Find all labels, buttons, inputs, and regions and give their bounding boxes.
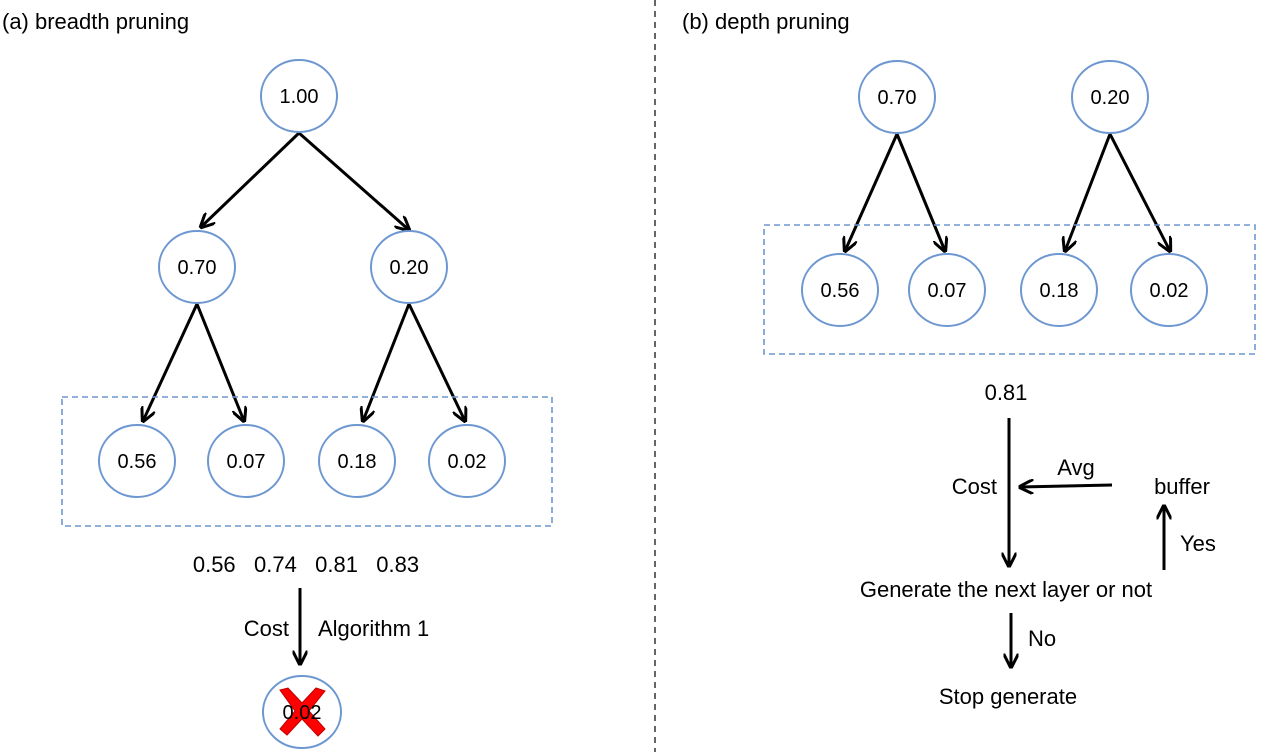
svg-text:0.70: 0.70: [178, 257, 217, 279]
svg-text:0.70: 0.70: [878, 87, 917, 109]
yes-label: Yes: [1180, 531, 1216, 556]
sum-value: 0.81: [985, 380, 1028, 405]
stop-label: Stop generate: [939, 684, 1077, 709]
node-b-leaf-2: 0.07: [908, 253, 986, 327]
edge-b-left-lr: [895, 133, 945, 251]
edge-b-right-rr: [1108, 133, 1170, 251]
node-b-top-left: 0.70: [858, 60, 936, 134]
cost-label-a: Cost: [244, 616, 289, 641]
edge-right-rr: [407, 303, 465, 421]
avg-label: Avg: [1057, 455, 1095, 480]
leaf-group-box: [61, 396, 553, 527]
node-b-leaf-4: 0.02: [1130, 253, 1208, 327]
svg-text:0.20: 0.20: [390, 257, 429, 279]
edge-b-right-rl: [1065, 133, 1112, 251]
svg-text:0.07: 0.07: [928, 280, 967, 302]
panel-a-title: (a) breadth pruning: [2, 9, 189, 34]
edge-left-lr: [195, 303, 244, 421]
node-b-top-right: 0.20: [1071, 60, 1149, 134]
edge-right-rl: [363, 303, 411, 421]
cost-label-b: Cost: [952, 474, 997, 499]
node-leaf-3: 0.18: [318, 424, 396, 498]
cumulative-values: 0.56 0.74 0.81 0.83: [193, 552, 419, 577]
node-leaf-2: 0.07: [207, 424, 285, 498]
svg-text:0.02: 0.02: [1150, 280, 1189, 302]
panel-depth-pruning: (b) depth pruning 0.70 0.20 0.56 0.07 0.…: [682, 9, 1256, 709]
leaf-group-box-b: [763, 224, 1256, 355]
svg-text:0.20: 0.20: [1091, 87, 1130, 109]
node-b-leaf-1: 0.56: [801, 253, 879, 327]
node-leaf-1: 0.56: [98, 424, 176, 498]
no-label: No: [1028, 626, 1056, 651]
svg-text:1.00: 1.00: [280, 86, 319, 108]
svg-text:0.18: 0.18: [338, 451, 377, 473]
svg-text:0.02: 0.02: [448, 451, 487, 473]
node-b-leaf-3: 0.18: [1020, 253, 1098, 327]
avg-arrow: [1020, 485, 1113, 487]
node-mid-right: 0.20: [370, 230, 448, 304]
edge-root-left: [201, 131, 301, 227]
svg-text:0.56: 0.56: [821, 280, 860, 302]
edge-root-right: [298, 131, 409, 230]
svg-text:0.18: 0.18: [1040, 280, 1079, 302]
svg-text:0.56: 0.56: [118, 451, 157, 473]
node-leaf-4: 0.02: [428, 424, 506, 498]
svg-text:0.02: 0.02: [283, 702, 322, 724]
node-pruned: 0.02: [262, 675, 342, 749]
panel-breadth-pruning: (a) breadth pruning 1.00 0.70 0.20 0.56: [2, 9, 553, 749]
panel-b-title: (b) depth pruning: [682, 9, 850, 34]
node-mid-left: 0.70: [158, 230, 236, 304]
edge-b-left-ll: [845, 133, 899, 251]
svg-text:0.07: 0.07: [227, 451, 266, 473]
decision-label: Generate the next layer or not: [860, 577, 1152, 602]
node-root: 1.00: [260, 59, 338, 133]
algorithm-label: Algorithm 1: [318, 616, 429, 641]
buffer-label: buffer: [1154, 474, 1210, 499]
edge-left-ll: [143, 303, 199, 421]
red-cross-icon: [279, 687, 326, 737]
